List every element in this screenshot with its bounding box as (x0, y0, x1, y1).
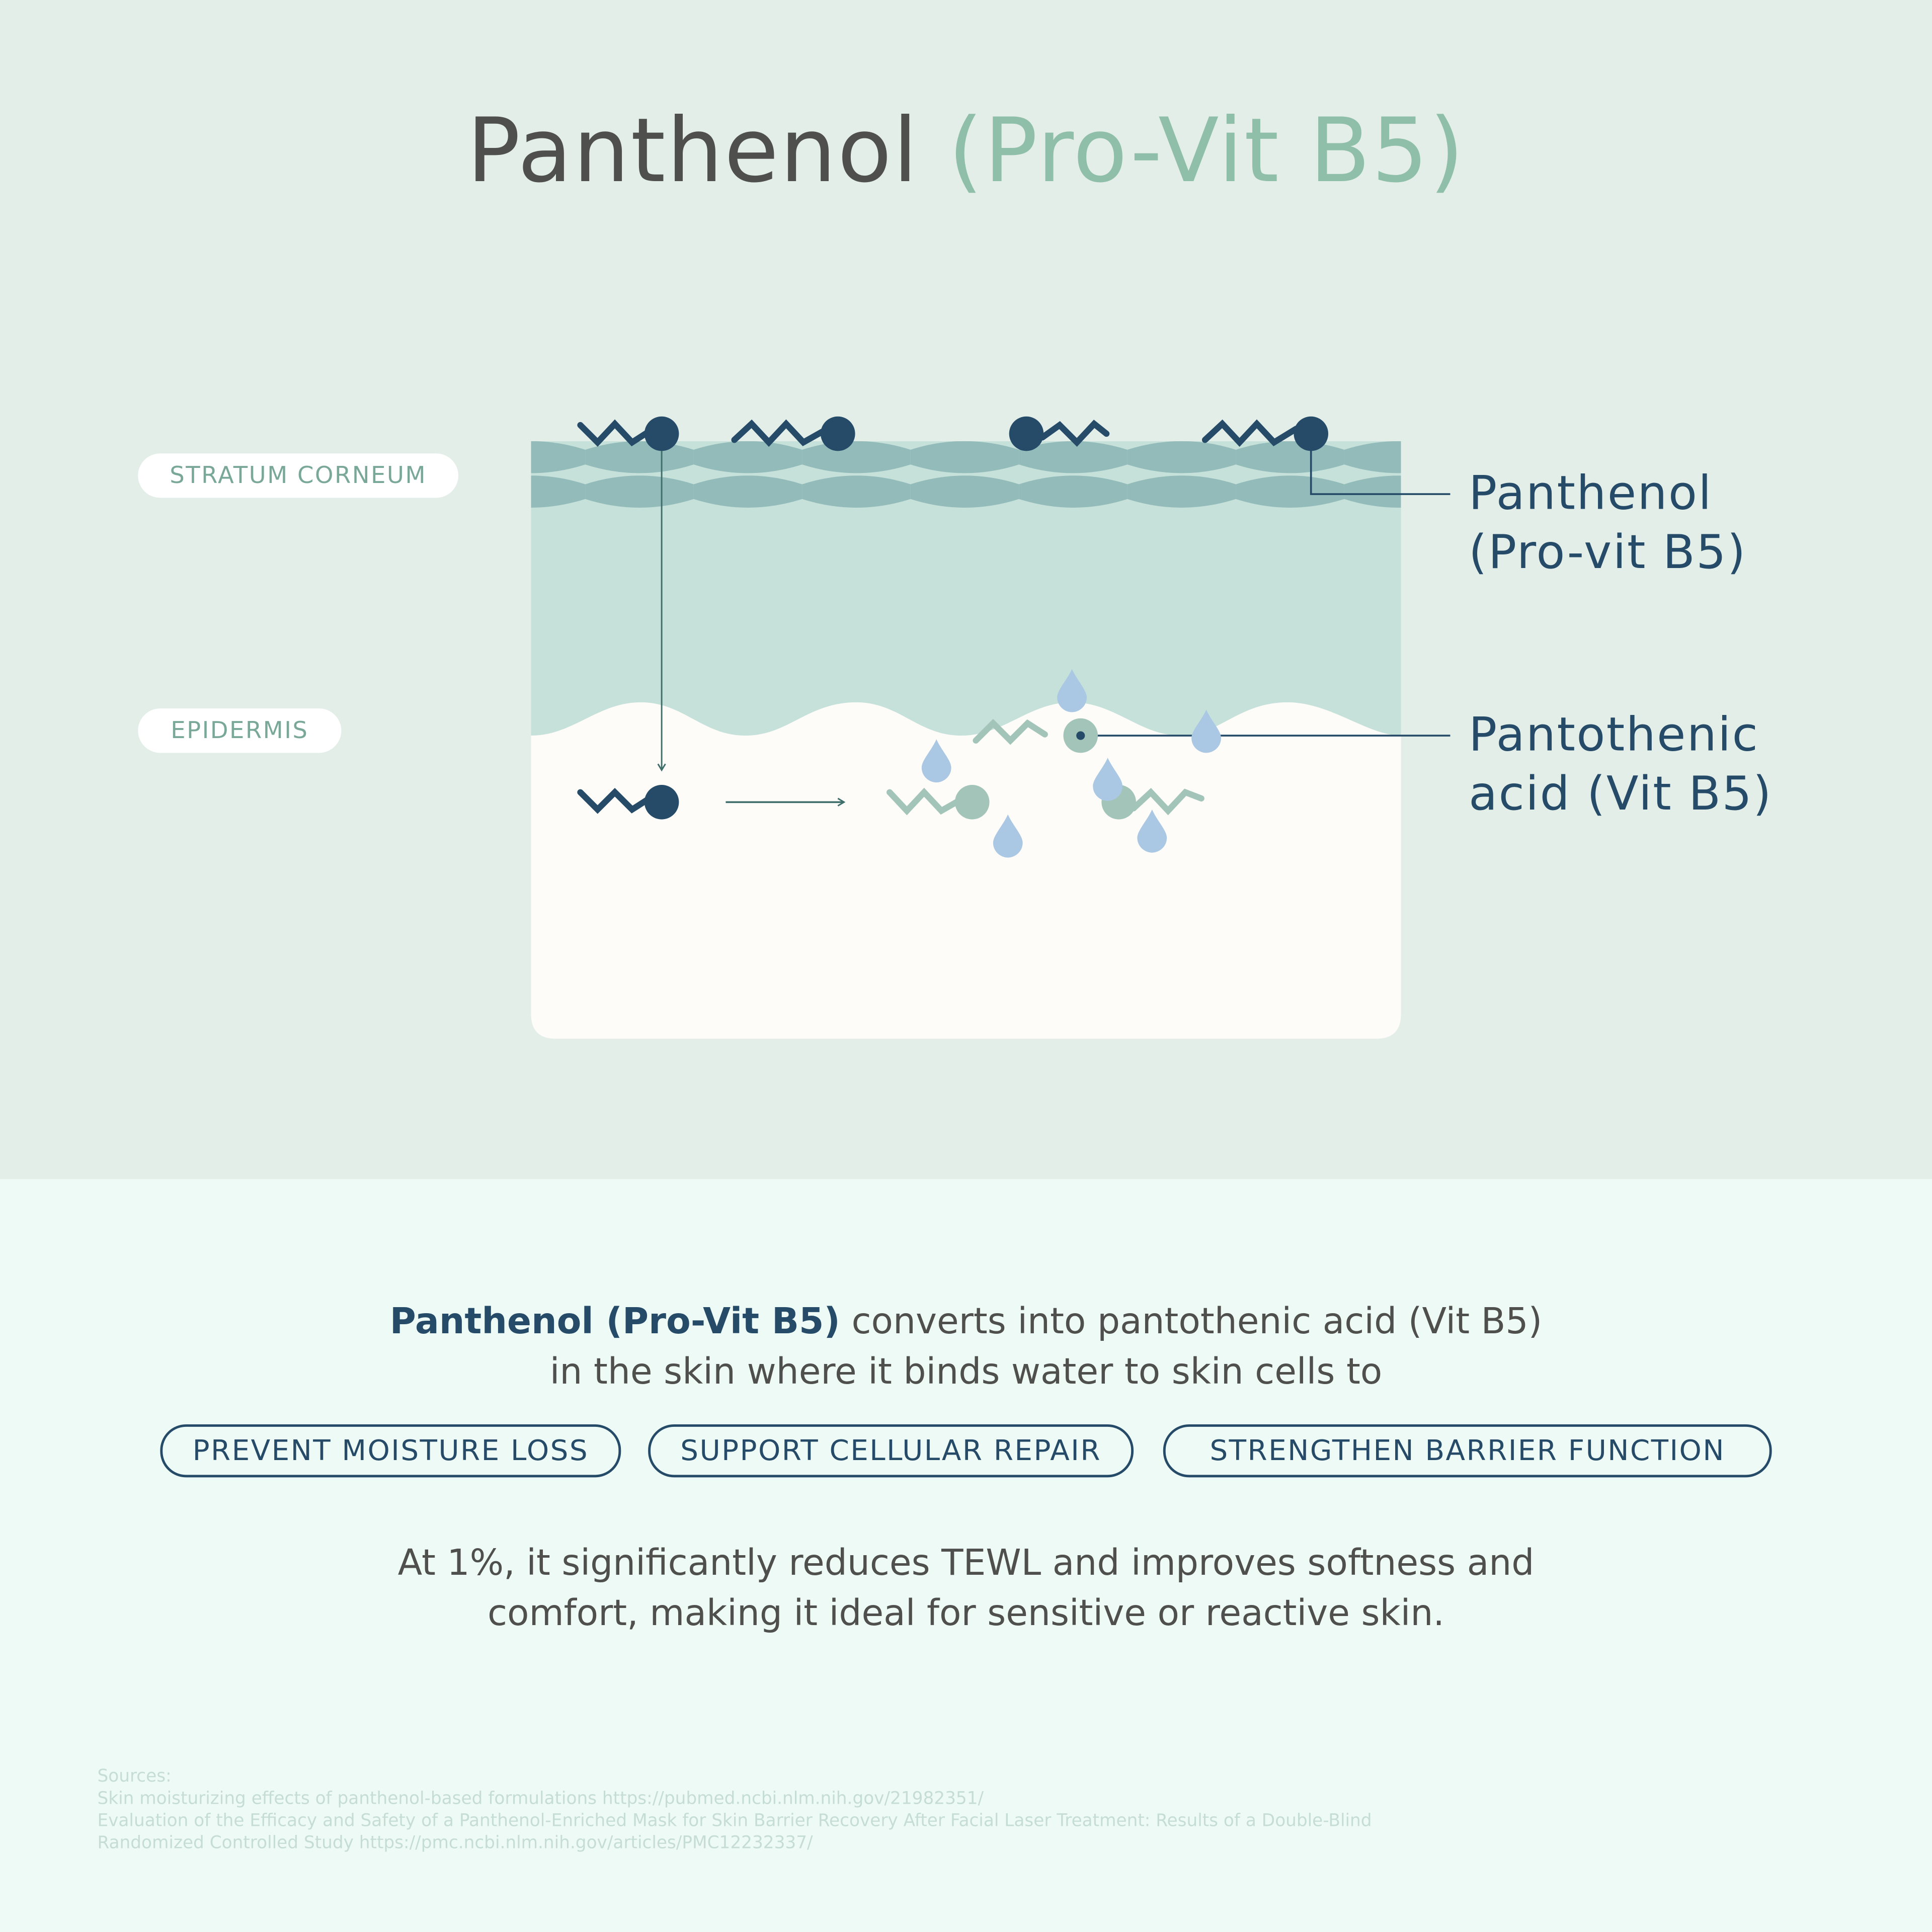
pantothenic-molecule-chain (887, 787, 962, 816)
summary-line2: comfort, making it ideal for sensitive o… (487, 1592, 1445, 1634)
epidermis-upper (531, 441, 1401, 736)
summary: At 1%, it significantly reduces TEWL and… (0, 1538, 1932, 1639)
corneum-cell (802, 475, 911, 508)
corneum-cell (1236, 441, 1344, 473)
page-title: Panthenol (Pro-Vit B5) (0, 99, 1932, 202)
arrow-head-icon (837, 797, 846, 807)
corneum-cell (1344, 475, 1401, 508)
panthenol-molecule-head (821, 416, 855, 451)
corneum-cell (1236, 475, 1344, 508)
panthenol-molecule-head (644, 416, 679, 451)
water-drop-icon (1057, 669, 1087, 712)
sources: Sources: Skin moisturizing effects of pa… (97, 1765, 1372, 1854)
corneum-cell (585, 475, 694, 508)
description-highlight: Panthenol (Pro-Vit B5) (389, 1300, 840, 1342)
source-item: Randomized Controlled Study https://pmc.… (97, 1833, 813, 1854)
corneum-cell (1127, 475, 1236, 508)
summary-line1: At 1%, it significantly reduces TEWL and… (397, 1541, 1535, 1583)
description: Panthenol (Pro-Vit B5) converts into pan… (0, 1296, 1932, 1397)
water-drop-icon (921, 739, 951, 783)
pantothenic-molecule-chain (973, 718, 1048, 745)
corneum-cell (585, 441, 694, 473)
benefit-support-cellular-repair: SUPPORT CELLULAR REPAIR (648, 1424, 1134, 1478)
panthenol-molecule-head (1294, 416, 1329, 451)
sources-heading: Sources: (97, 1766, 172, 1787)
stratum-corneum-label: STRATUM CORNEUM (138, 453, 459, 498)
title-accent: (Pro-Vit B5) (948, 98, 1466, 202)
benefit-prevent-moisture-loss: PREVENT MOISTURE LOSS (160, 1424, 621, 1478)
corneum-cell (910, 475, 1019, 508)
panthenol-callout-line (1310, 449, 1451, 495)
panthenol-molecule-chain (1201, 419, 1300, 447)
water-drop-icon (1137, 809, 1167, 853)
pantothenic-callout-line2: acid (Vit B5) (1469, 766, 1773, 821)
corneum-cell (1127, 441, 1236, 473)
pantothenic-molecule-chain (1130, 788, 1204, 816)
description-line2: in the skin where it binds water to skin… (549, 1350, 1383, 1393)
arrow-head-icon (657, 763, 666, 772)
panthenol-molecule-chain (1039, 420, 1110, 447)
source-item: Skin moisturizing effects of panthenol-b… (97, 1789, 984, 1809)
panthenol-callout-line2: (Pro-vit B5) (1469, 525, 1747, 580)
description-text: converts into pantothenic acid (Vit B5) (840, 1300, 1543, 1342)
panthenol-callout: Panthenol (Pro-vit B5) (1469, 463, 1747, 582)
source-item: Evaluation of the Efficacy and Safety of… (97, 1811, 1372, 1831)
corneum-cell (1019, 441, 1128, 473)
panthenol-molecule-head (644, 785, 679, 820)
title-main: Panthenol (466, 98, 919, 202)
corneum-cell (693, 441, 802, 473)
corneum-cell (802, 441, 911, 473)
corneum-cell (693, 475, 802, 508)
water-drop-icon (993, 814, 1023, 858)
pantothenic-molecule-head (954, 785, 990, 820)
panthenol-molecule-chain (577, 419, 653, 447)
panthenol-molecule-chain (577, 788, 653, 814)
epidermis-label: EPIDERMIS (138, 708, 342, 753)
pantothenic-callout-line1: Pantothenic (1469, 707, 1759, 762)
corneum-cell (1019, 475, 1128, 508)
panthenol-callout-line1: Panthenol (1469, 465, 1713, 520)
corneum-cell (531, 475, 586, 508)
water-drop-icon (1191, 709, 1221, 753)
pantothenic-callout: Pantothenic acid (Vit B5) (1469, 705, 1773, 823)
benefit-strengthen-barrier: STRENGTHEN BARRIER FUNCTION (1163, 1424, 1772, 1478)
bottom-panel (0, 1179, 1932, 1932)
panthenol-molecule-chain (731, 419, 827, 447)
corneum-cell (531, 441, 586, 473)
callout-dot (1076, 731, 1085, 740)
panthenol-molecule-head (1009, 416, 1044, 451)
corneum-cell (910, 441, 1019, 473)
water-drop-icon (1093, 758, 1123, 801)
corneum-cell (1344, 441, 1401, 473)
